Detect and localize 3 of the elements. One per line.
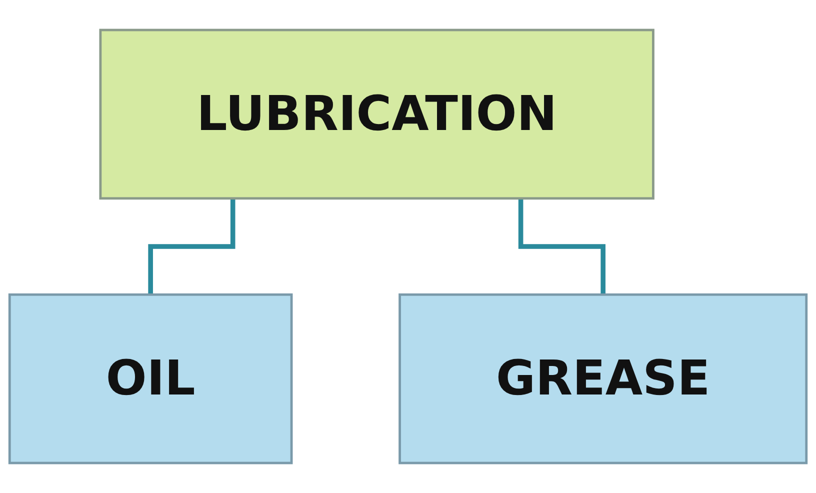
node-box: OIL	[8, 293, 293, 464]
node-box: LUBRICATION	[99, 28, 654, 200]
node-box: GREASE	[398, 293, 808, 464]
